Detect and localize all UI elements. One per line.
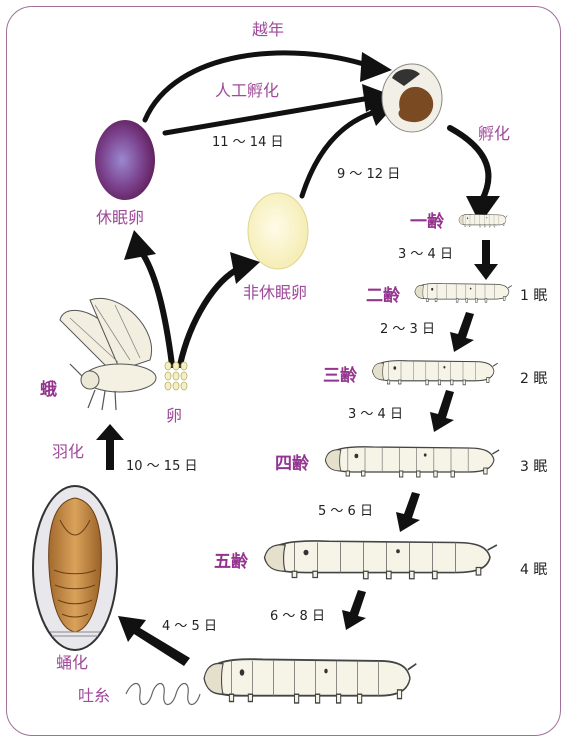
diapause-egg-label: 休眠卵 bbox=[96, 210, 144, 226]
larva-instar1 bbox=[459, 214, 507, 227]
egg-label: 卵 bbox=[166, 408, 182, 424]
pupation-label: 蛹化 bbox=[56, 655, 88, 671]
silk-illustration bbox=[126, 684, 200, 705]
molt1-label: 1 眠 bbox=[520, 289, 547, 303]
eclosion-days: 10 〜 15 日 bbox=[126, 460, 197, 473]
instar4-days: 5 〜 6 日 bbox=[318, 505, 373, 518]
nondiapause-arrow bbox=[302, 112, 375, 196]
overwinter-label: 越年 bbox=[252, 22, 284, 38]
moth-label: 蛾 bbox=[40, 382, 57, 399]
instar3-arrow bbox=[430, 390, 454, 432]
hatch-label: 孵化 bbox=[478, 126, 510, 142]
nondiapause-days: 9 〜 12 日 bbox=[337, 168, 400, 181]
nondiapause-egg-illustration bbox=[248, 193, 308, 269]
larva-spinning bbox=[204, 659, 416, 703]
hatching-egg-illustration bbox=[382, 64, 442, 132]
egg-cluster-illustration bbox=[165, 362, 187, 390]
instar3-days: 3 〜 4 日 bbox=[348, 408, 403, 421]
artificial-hatch-arrow bbox=[165, 98, 370, 133]
diapause-arrowhead bbox=[124, 230, 156, 260]
instar5-days: 6 〜 8 日 bbox=[270, 610, 325, 623]
pupation-days: 4 〜 5 日 bbox=[162, 620, 217, 633]
molt2-label: 2 眠 bbox=[520, 372, 547, 386]
instar2-days: 2 〜 3 日 bbox=[380, 323, 435, 336]
instar4-arrow bbox=[396, 492, 420, 532]
instar1-days: 3 〜 4 日 bbox=[398, 248, 453, 261]
larva-instar5 bbox=[265, 541, 497, 579]
molt4-label: 4 眠 bbox=[520, 563, 547, 577]
pupa-illustration bbox=[33, 486, 117, 650]
molt3-label: 3 眠 bbox=[520, 460, 547, 474]
instar1-arrow bbox=[474, 240, 498, 280]
overwinter-arrowhead bbox=[360, 52, 392, 82]
instar5-arrow bbox=[342, 590, 366, 630]
moth-to-nondiapause-arrow bbox=[180, 268, 240, 365]
artificial-hatch-days: 11 〜 14 日 bbox=[212, 136, 283, 149]
artificial-hatch-label: 人工孵化 bbox=[215, 83, 279, 99]
larva-instar2 bbox=[415, 283, 512, 302]
instar1-label: 一齢 bbox=[410, 214, 444, 231]
spinning-label: 吐糸 bbox=[78, 688, 110, 704]
instar3-label: 三齢 bbox=[323, 368, 357, 385]
larva-instar3 bbox=[372, 361, 497, 385]
nondiapause-egg-label: 非休眠卵 bbox=[243, 285, 307, 301]
eclosion-arrow bbox=[96, 424, 124, 470]
eclosion-label: 羽化 bbox=[52, 444, 84, 460]
diapause-egg-illustration bbox=[95, 120, 155, 200]
instar2-label: 二齢 bbox=[366, 288, 400, 305]
larva-instar4 bbox=[325, 447, 499, 477]
instar4-label: 四齢 bbox=[275, 456, 309, 473]
instar5-label: 五齢 bbox=[214, 554, 248, 571]
moth-illustration bbox=[60, 298, 156, 410]
instar2-arrow bbox=[450, 312, 474, 352]
